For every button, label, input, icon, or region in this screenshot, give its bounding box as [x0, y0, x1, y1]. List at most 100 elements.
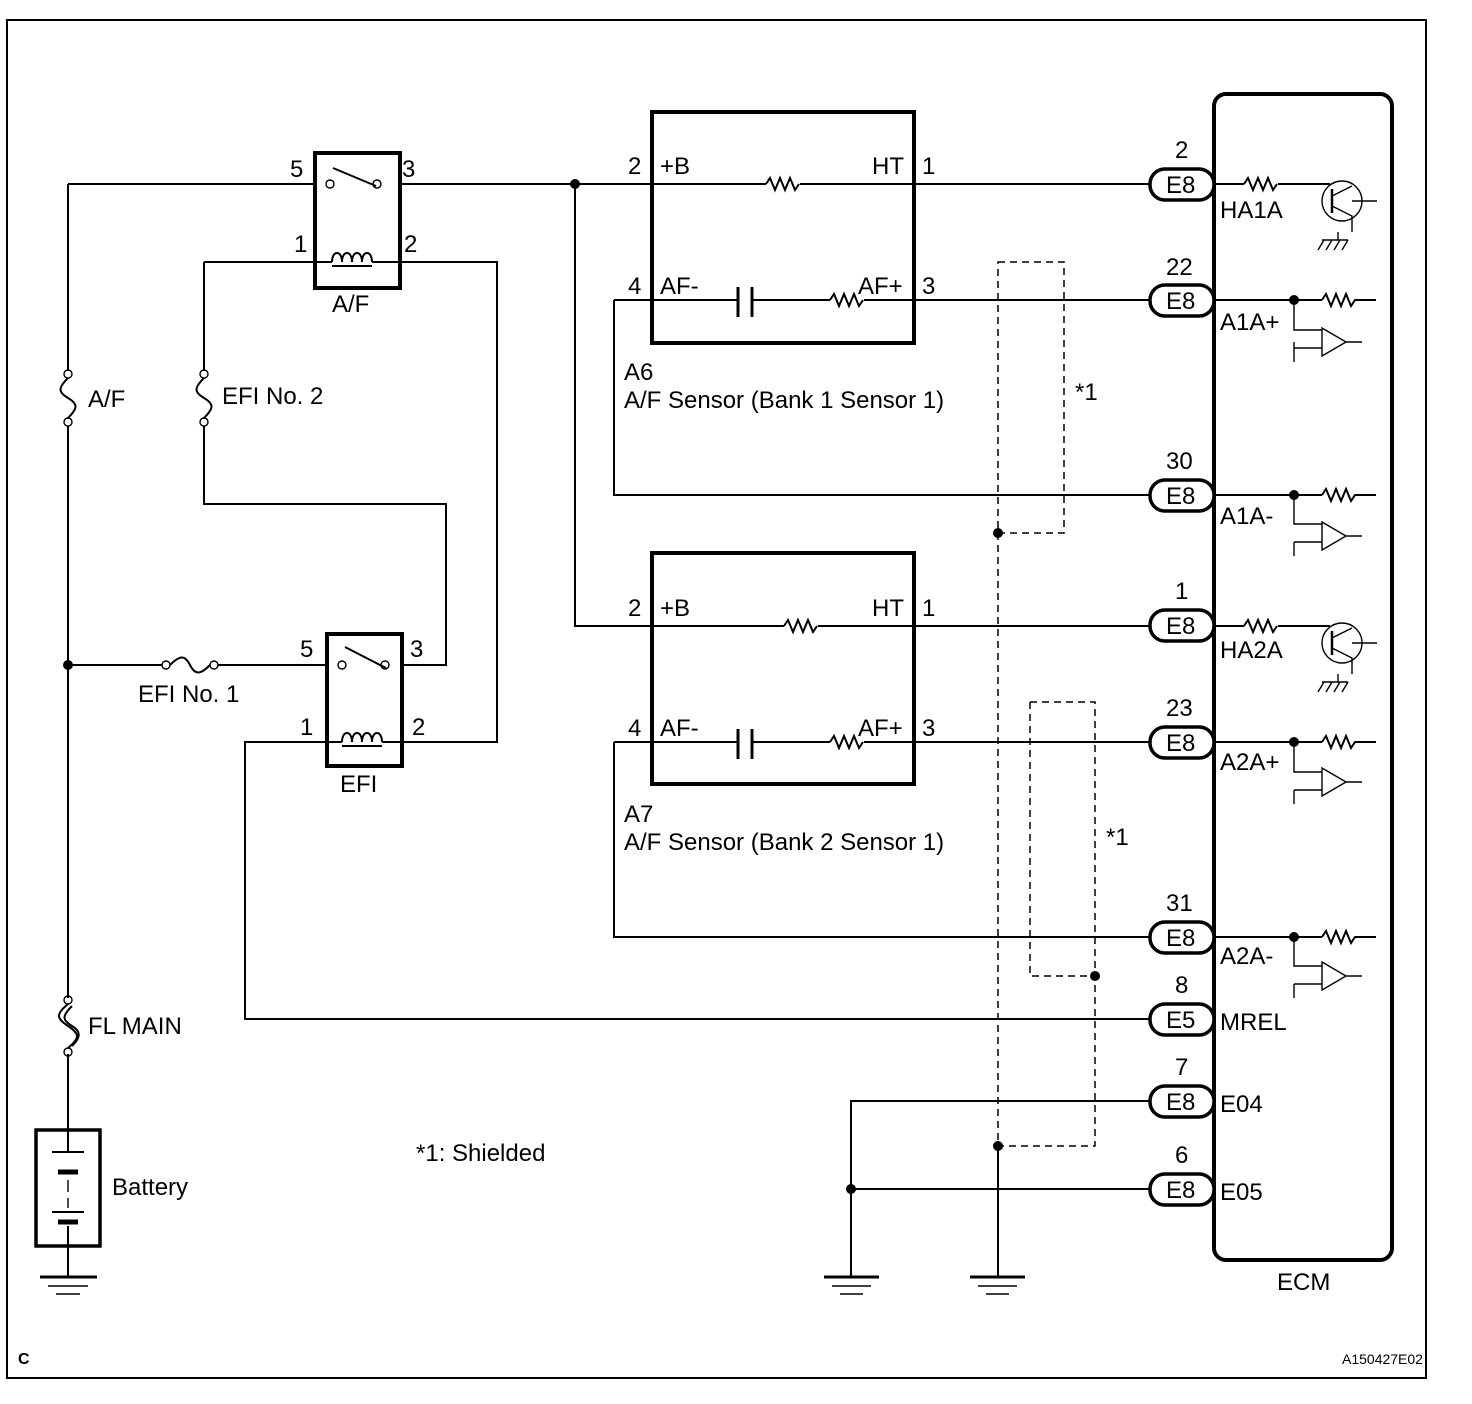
- ecm-input-a1a-plus: [1214, 291, 1376, 362]
- diagram-frame: [6, 19, 1427, 1379]
- efi-no1-fuse: EFI No. 1: [138, 656, 239, 708]
- efi-no2-fuse-label: EFI No. 2: [222, 383, 323, 410]
- efi-relay: 5 3 1 2 EFI: [300, 632, 425, 798]
- ecm-terminal-a1a-minus: E8 30 A1A-: [1148, 448, 1273, 530]
- sensor-a7-pin-afp-label: AF+: [858, 715, 903, 742]
- ecm-terminal-e04: E8 7 E04: [1148, 1054, 1263, 1119]
- af-relay: 5 3 1 2 A/F: [290, 151, 417, 318]
- ecm-heater-driver-2: [1214, 617, 1377, 693]
- ecm-terminal-a2a-plus: E8 23 A2A+: [1148, 695, 1279, 776]
- sensor-a6-pin-afp-num: 3: [922, 273, 935, 300]
- efi-no2-fuse: EFI No. 2: [195, 261, 447, 666]
- connector-label: E8: [1166, 1177, 1195, 1204]
- ecm-terminal-e05: E8 6 E05: [1148, 1142, 1263, 1207]
- ecm-terminal-mrel: E5 8 MREL: [1148, 972, 1287, 1037]
- ecm-label: ECM: [1277, 1269, 1330, 1296]
- shield-note: *1: Shielded: [416, 1140, 545, 1167]
- sensor-a7-name: A/F Sensor (Bank 2 Sensor 1): [624, 829, 944, 856]
- b-plus-bus: [570, 179, 652, 627]
- shield-bank2-mark: *1: [1106, 824, 1129, 851]
- pin-number: 7: [1175, 1054, 1188, 1081]
- efi-relay-label: EFI: [340, 771, 377, 798]
- shield-bank2: *1: [993, 701, 1129, 1151]
- main-power-line: [63, 183, 327, 1130]
- efi-relay-pin3: 3: [410, 636, 423, 663]
- signal-name: A1A-: [1220, 503, 1273, 530]
- af-fuse-label: A/F: [88, 386, 125, 413]
- shield-bank1: *1: [993, 261, 1098, 1277]
- connector-label: E5: [1166, 1007, 1195, 1034]
- pin-number: 6: [1175, 1142, 1188, 1169]
- battery-ground: [40, 1275, 97, 1295]
- pin-number: 23: [1166, 695, 1193, 722]
- af-relay-pin1: 1: [294, 231, 307, 258]
- efi-no1-fuse-label: EFI No. 1: [138, 681, 239, 708]
- sensor-a7-pin-afm-num: 4: [628, 715, 641, 742]
- ecm-terminal-a1a-plus: E8 22 A1A+: [1148, 254, 1279, 336]
- figure-code: A150427E02: [1342, 1351, 1423, 1367]
- signal-name: A2A+: [1220, 749, 1279, 776]
- pin-number: 2: [1175, 137, 1188, 164]
- signal-name: HA1A: [1220, 197, 1283, 224]
- sensor-a7-pin-afp-num: 3: [922, 715, 935, 742]
- af-relay-pin3: 3: [402, 156, 415, 183]
- connector-label: E8: [1166, 730, 1195, 757]
- af-relay-coil-ground-line: [400, 261, 498, 743]
- connector-label: E8: [1166, 483, 1195, 510]
- connector-label: E8: [1166, 288, 1195, 315]
- battery: Battery: [34, 1128, 188, 1276]
- sensor-a6-pin-ht-num: 1: [922, 153, 935, 180]
- ecm-input-a2a-minus: [1214, 928, 1376, 998]
- af-relay-pin2: 2: [404, 231, 417, 258]
- fl-main-label: FL MAIN: [88, 1013, 182, 1040]
- pin-number: 8: [1175, 972, 1188, 999]
- ecm-terminal-ha1a: E8 2 HA1A: [1148, 137, 1283, 224]
- connector-label: E8: [1166, 925, 1195, 952]
- sensor-a7: 2 +B HT 1 4 AF- AF+ 3 A7 A/F Sensor (Ban…: [613, 551, 1150, 938]
- sensor-a6-pin-ht-label: HT: [872, 153, 904, 180]
- sensor-a7-pin-b-label: +B: [660, 595, 690, 622]
- fl-main-fusible-link: FL MAIN: [58, 995, 182, 1057]
- af-relay-pin5: 5: [290, 156, 303, 183]
- sensor-a7-pin-afm-label: AF-: [660, 715, 699, 742]
- ecm-terminal-ha2a: E8 1 HA2A: [1148, 578, 1283, 664]
- pin-number: 30: [1166, 448, 1193, 475]
- signal-name: E04: [1220, 1091, 1263, 1118]
- signal-name: E05: [1220, 1179, 1263, 1206]
- efi-relay-pin5: 5: [300, 636, 313, 663]
- sensor-a7-pin-ht-label: HT: [872, 595, 904, 622]
- sensor-a6-name: A/F Sensor (Bank 1 Sensor 1): [624, 387, 944, 414]
- efi-relay-pin1: 1: [300, 714, 313, 741]
- connector-label: E8: [1166, 172, 1195, 199]
- mrel-line: [244, 741, 1150, 1020]
- shield-bank1-mark: *1: [1075, 379, 1098, 406]
- sensor-a7-pin-b-num: 2: [628, 595, 641, 622]
- pin-number: 31: [1166, 890, 1193, 917]
- sensor-a6-pin-afm-label: AF-: [660, 273, 699, 300]
- ecm-input-a1a-minus: [1214, 486, 1376, 556]
- af-fuse: A/F: [59, 369, 125, 427]
- pin-number: 1: [1175, 578, 1188, 605]
- sensor-a6: 2 +B HT 1 4 AF- AF+ 3 A6 A/F Sensor (Ban…: [613, 110, 1150, 496]
- ecm-heater-driver-1: [1214, 175, 1377, 251]
- sensor-a6-pin-b-num: 2: [628, 153, 641, 180]
- signal-name: A1A+: [1220, 309, 1279, 336]
- sensor-a6-pin-b-label: +B: [660, 153, 690, 180]
- corner-letter: C: [18, 1351, 30, 1368]
- connector-label: E8: [1166, 613, 1195, 640]
- ecm-terminal-a2a-minus: E8 31 A2A-: [1148, 890, 1273, 970]
- ecm-input-a2a-plus: [1214, 733, 1376, 804]
- shield-ground: [970, 1146, 1025, 1295]
- ecm: ECM: [1212, 92, 1394, 1296]
- connector-label: E8: [1166, 1089, 1195, 1116]
- af-relay-label: A/F: [332, 291, 369, 318]
- sensor-a7-id: A7: [624, 801, 653, 828]
- sensor-a6-pin-afp-label: AF+: [858, 273, 903, 300]
- sensor-a6-pin-afm-num: 4: [628, 273, 641, 300]
- signal-name: A2A-: [1220, 943, 1273, 970]
- sensor-a7-pin-ht-num: 1: [922, 595, 935, 622]
- signal-name: MREL: [1220, 1009, 1287, 1036]
- battery-label: Battery: [112, 1174, 188, 1201]
- sensor-a6-id: A6: [624, 359, 653, 386]
